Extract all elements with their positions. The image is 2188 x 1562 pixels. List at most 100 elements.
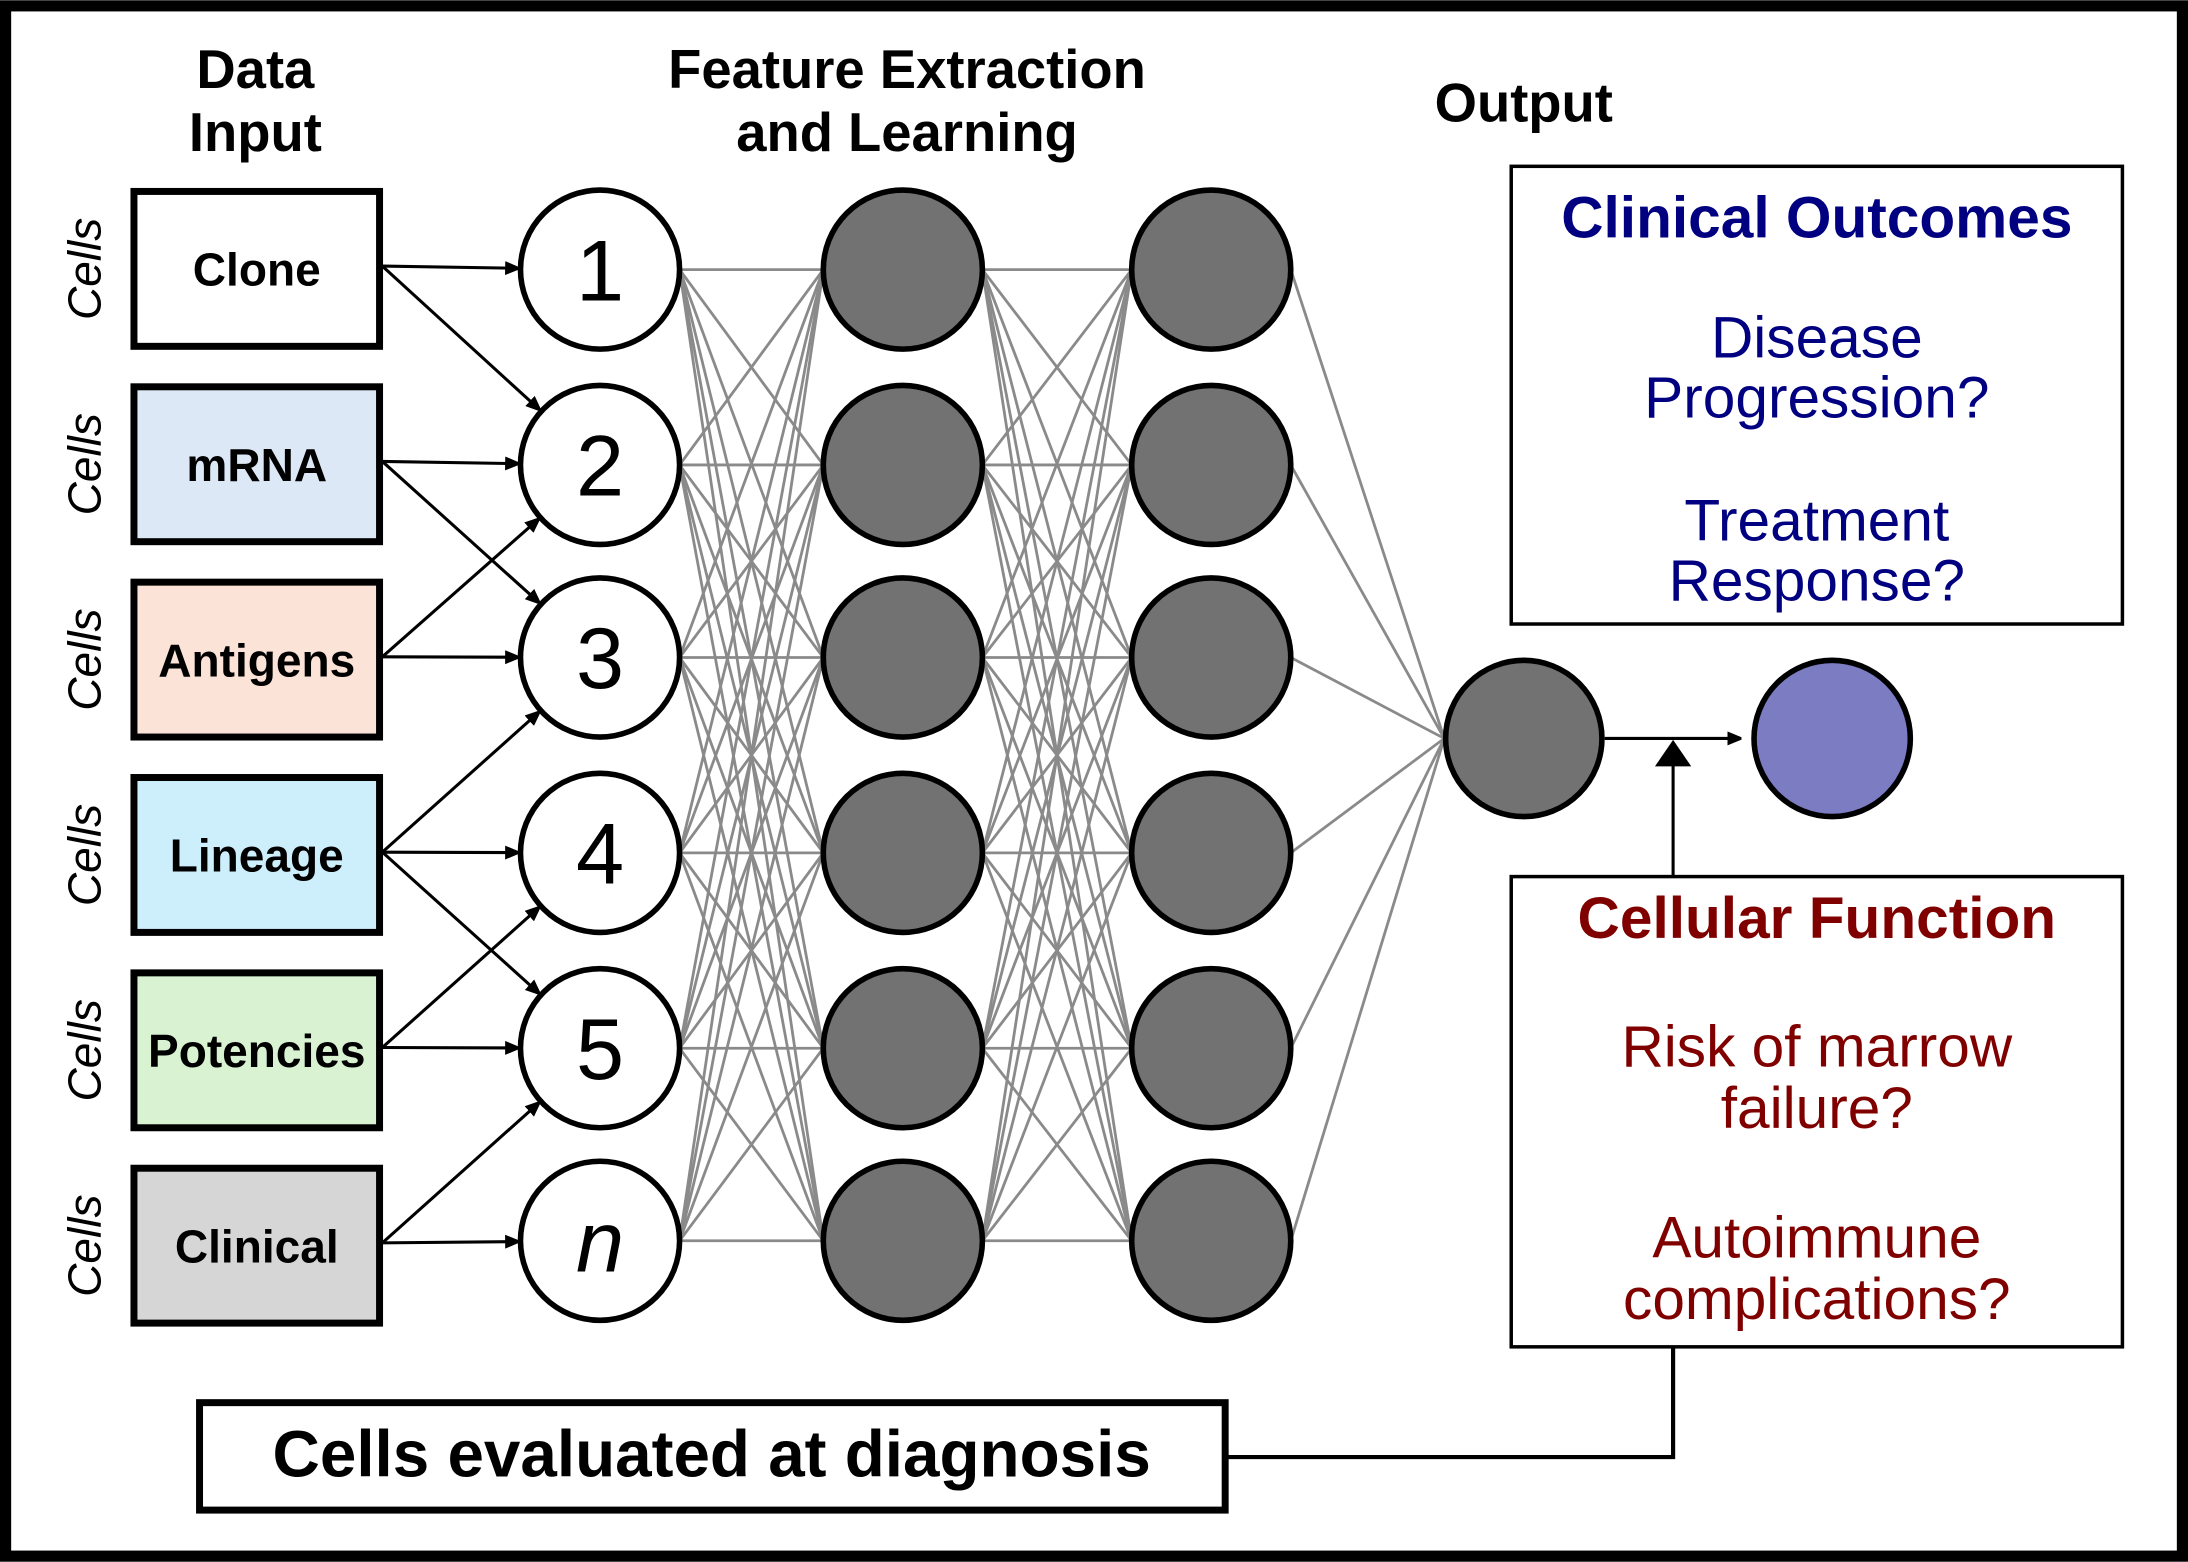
input-box-label: Clinical	[175, 1220, 339, 1272]
input-node	[517, 382, 683, 548]
cells-label: Cells	[58, 804, 110, 906]
hidden-node	[820, 187, 986, 352]
hidden-node	[1128, 965, 1294, 1131]
cellular-function-item-1-line1: Risk of marrow	[1621, 1014, 2012, 1079]
network-edge	[678, 1047, 825, 1242]
network-edge-to-output	[1289, 737, 1446, 854]
cellular-function-item-2-line1: Autoimmune	[1652, 1206, 1981, 1271]
input-box-label: Clone	[193, 244, 321, 296]
network-edge-to-output	[1289, 464, 1446, 740]
input-arrow	[381, 712, 538, 854]
hidden-node	[820, 1158, 986, 1324]
network-edge	[678, 464, 825, 1242]
hidden-node	[1128, 382, 1294, 548]
input-arrows	[381, 264, 539, 1245]
input-box-label: Antigens	[158, 634, 355, 686]
diagnosis-connector-line	[1226, 1346, 1676, 1460]
network-edge	[981, 268, 1133, 466]
input-node-label: 4	[576, 807, 624, 903]
input-node	[517, 770, 683, 936]
input-node	[517, 187, 683, 352]
network-edge	[678, 268, 825, 466]
input-arrow	[382, 266, 517, 268]
network-edge	[981, 852, 1133, 1242]
function-arrowhead	[1654, 739, 1692, 767]
cells-label: Cells	[58, 413, 110, 515]
input-node-label: 3	[576, 611, 624, 707]
input-node-label: 5	[576, 1002, 624, 1098]
input-box-label: mRNA	[186, 439, 327, 491]
heading-data-input-line1: Data	[196, 39, 315, 100]
input-node-label: 2	[576, 419, 624, 515]
input-node-label: n	[576, 1194, 624, 1290]
input-node	[517, 965, 683, 1131]
network-edge	[980, 269, 1134, 1241]
network-edges	[678, 268, 1446, 1243]
input-arrow	[381, 1103, 538, 1245]
cellular-function-box	[1509, 874, 2125, 1349]
cells-label: Cells	[58, 999, 110, 1101]
input-box-mrna: mRNA Cells	[58, 383, 384, 546]
cellular-function-item-2-line2: complications?	[1623, 1267, 2011, 1332]
hidden-node	[820, 965, 986, 1131]
network-edge	[980, 464, 1134, 1242]
diagnosis-label: Cells evaluated at diagnosis	[272, 1418, 1150, 1491]
hidden-node	[1128, 770, 1294, 936]
diagnosis-box	[196, 1399, 1229, 1514]
input-arrow	[382, 1242, 517, 1243]
input-box-potencies: Potencies Cells	[58, 969, 384, 1132]
network-edge-to-output	[1289, 738, 1446, 1242]
heading-feature-line2: and Learning	[736, 102, 1078, 163]
clinical-outcome-item-2-line1: Treatment	[1684, 488, 1949, 553]
heading-data-input-line2: Input	[189, 102, 322, 163]
cells-label: Cells	[58, 608, 110, 710]
input-node	[517, 1158, 683, 1324]
network-edge	[678, 269, 825, 1241]
input-arrow	[381, 460, 539, 602]
network-edge-to-output	[1290, 656, 1445, 740]
hidden-node	[1128, 187, 1294, 352]
input-arrow	[381, 908, 538, 1049]
hidden-node	[1128, 1158, 1294, 1324]
network-edge	[981, 657, 1134, 1242]
hidden-node	[820, 382, 986, 548]
input-arrow	[381, 264, 539, 409]
cells-label: Cells	[58, 1195, 110, 1297]
hidden-node	[820, 575, 986, 740]
network-edge	[981, 269, 1133, 659]
hidden-node	[820, 770, 986, 936]
input-box-label: Potencies	[148, 1025, 365, 1077]
hidden-node	[1128, 575, 1294, 740]
cells-label: Cells	[58, 218, 110, 320]
input-box-label: Lineage	[170, 830, 344, 882]
heading-output: Output	[1435, 73, 1613, 134]
network-edge	[981, 269, 1134, 854]
input-box-clone: Clone Cells	[58, 187, 384, 350]
cellular-function-title: Cellular Function	[1578, 886, 2057, 951]
network-edge-to-output	[1289, 737, 1446, 1049]
input-box-rect	[130, 969, 384, 1132]
output-node	[1442, 657, 1605, 820]
clinical-outcome-item-1-line2: Progression?	[1644, 365, 1989, 430]
input-box-rect	[130, 578, 384, 741]
clinical-outcomes-title: Clinical Outcomes	[1561, 185, 2072, 250]
clinical-outcomes-box	[1509, 164, 2125, 626]
input-box-antigens: Antigens Cells	[58, 578, 384, 741]
clinical-outcome-item-2-line2: Response?	[1669, 548, 1965, 613]
input-box-rect	[130, 1164, 384, 1327]
input-arrow	[381, 519, 538, 658]
data-input-boxes: CloneCellsmRNACellsAntigensCellsLineageC…	[58, 187, 384, 1327]
heading-feature-line1: Feature Extraction	[668, 39, 1146, 100]
network-edge	[678, 657, 825, 1242]
network-edge	[678, 269, 825, 1049]
network-edge	[981, 1047, 1133, 1242]
result-node	[1751, 657, 1914, 820]
input-box-lineage: Lineage Cells	[58, 774, 384, 936]
input-box-rect	[130, 383, 384, 546]
input-arrow	[382, 461, 517, 463]
network-edge	[678, 269, 825, 854]
input-box-clinical: Clinical Cells	[58, 1164, 384, 1327]
network-edge	[980, 269, 1134, 1049]
